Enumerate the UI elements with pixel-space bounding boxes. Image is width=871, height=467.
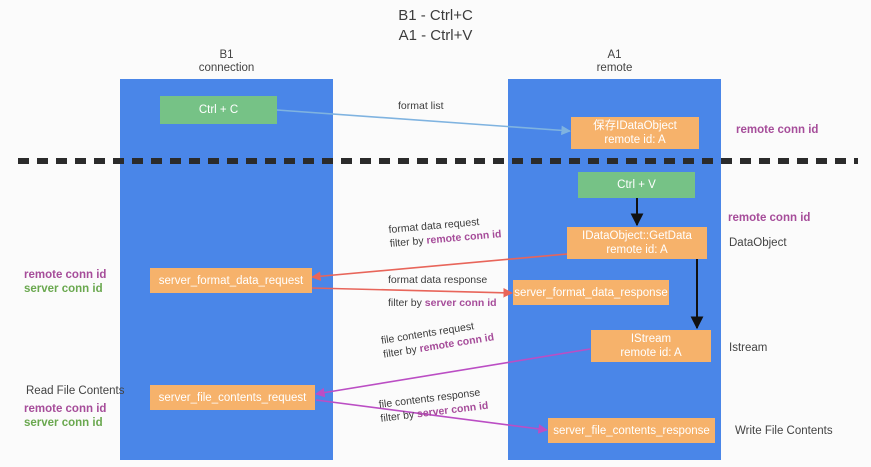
annotation-left-bottom-server: server conn id (24, 417, 103, 429)
edge-format-list-text: format list (398, 100, 444, 112)
filter-prefix: filter by (388, 297, 425, 309)
annotation-istream: Istream (729, 342, 768, 354)
node-istream-line2: remote id: A (620, 347, 682, 359)
node-server-file-contents-request-label: server_file_contents_request (158, 391, 307, 404)
filter-prefix: filter by (379, 408, 418, 425)
node-server-format-data-response[interactable]: server_format_data_response (513, 280, 669, 305)
node-server-format-data-request-label: server_format_data_request (158, 274, 304, 287)
node-getdata-line1: IDataObject::GetData (582, 230, 692, 242)
node-idataobject-line1: 保存IDataObject (593, 120, 677, 132)
filter-prefix: filter by (389, 234, 427, 250)
node-getdata[interactable]: IDataObject::GetData remote id: A (567, 227, 707, 259)
annotation-right-mid-conn: remote conn id (728, 212, 811, 224)
annotation-left-mid-remote: remote conn id (24, 269, 107, 281)
node-istream-line1: IStream (630, 333, 672, 345)
node-ctrl-v[interactable]: Ctrl + V (578, 172, 695, 198)
node-server-format-data-request[interactable]: server_format_data_request (150, 268, 312, 293)
node-server-file-contents-response[interactable]: server_file_contents_response (548, 418, 715, 443)
column-b1-name: B1 (219, 49, 234, 61)
edge-label-format-data-response: format data response filter by server co… (388, 273, 497, 310)
node-getdata-line2: remote id: A (606, 244, 668, 256)
annotation-left-bottom-remote: remote conn id (24, 403, 107, 415)
annotation-left-mid-server: server conn id (24, 283, 103, 295)
edge-format-data-response-text: format data response (388, 274, 488, 286)
node-ctrl-c-label: Ctrl + C (198, 104, 239, 116)
annotation-dataobject: DataObject (729, 237, 787, 249)
title-line-2: A1 - Ctrl+V (398, 27, 473, 44)
title-line-1: B1 - Ctrl+C (398, 7, 473, 24)
annotation-read-file-contents: Read File Contents (26, 385, 125, 397)
filter-token-server-conn-id: server conn id (424, 297, 497, 309)
annotation-left-bottom-group: remote conn id server conn id (24, 402, 106, 430)
edge-label-file-contents-response: file contents response filter by server … (378, 387, 489, 426)
annotation-right-top-conn: remote conn id (736, 124, 819, 136)
edge-format-data-response-filter: filter by server conn id (388, 296, 497, 310)
node-idataobject-remote[interactable]: 保存IDataObject remote id: A (571, 117, 699, 149)
column-header-a1: A1 remote (508, 49, 721, 75)
edge-label-file-contents-request: file contents request filter by remote c… (380, 320, 495, 362)
page-title: B1 - Ctrl+C A1 - Ctrl+V (0, 6, 871, 46)
column-a1-role: remote (596, 62, 633, 74)
annotation-write-file-contents: Write File Contents (735, 425, 833, 437)
node-ctrl-v-label: Ctrl + V (617, 179, 656, 191)
column-b1-role: connection (198, 62, 255, 74)
node-server-file-contents-request[interactable]: server_file_contents_request (150, 385, 315, 410)
edge-label-format-list: format list (398, 99, 444, 113)
node-server-file-contents-response-label: server_file_contents_response (553, 424, 710, 437)
column-a1-name: A1 (607, 49, 622, 61)
node-server-format-data-response-label: server_format_data_response (514, 286, 668, 299)
column-header-b1: B1 connection (120, 49, 333, 75)
annotation-left-mid-group: remote conn id server conn id (24, 268, 106, 296)
node-idataobject-line2: remote id: A (604, 134, 666, 146)
node-ctrl-c[interactable]: Ctrl + C (160, 96, 277, 124)
edge-label-format-data-request: format data request filter by remote con… (388, 216, 502, 251)
arrow-format-list (276, 109, 571, 136)
node-istream[interactable]: IStream remote id: A (591, 330, 711, 362)
